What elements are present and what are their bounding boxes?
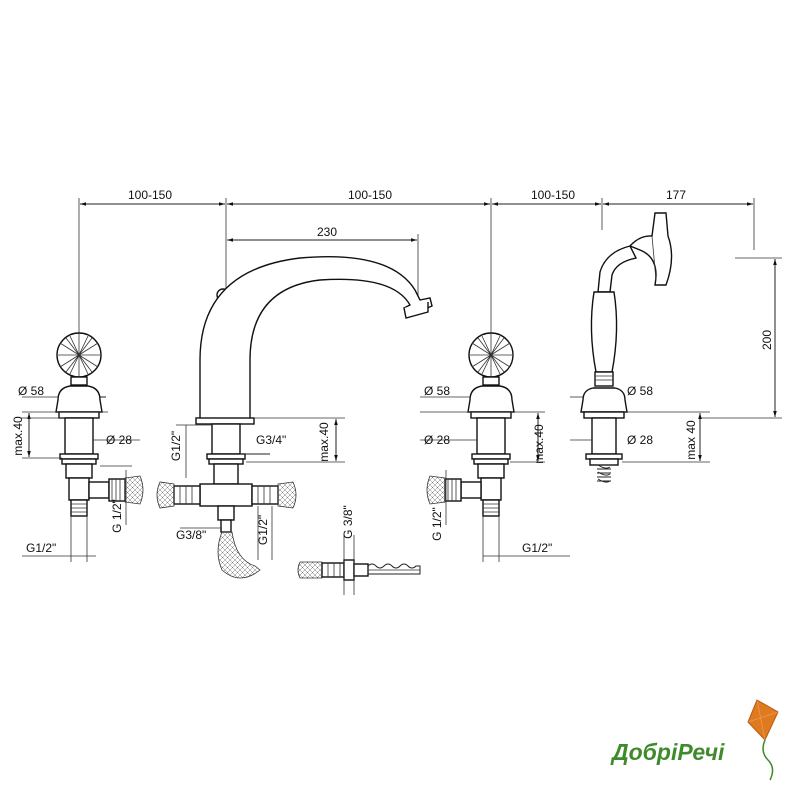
dim-shower-height: 200 bbox=[760, 330, 774, 350]
spout-max40-label: max.40 bbox=[317, 422, 331, 462]
spout-g12-top-label: G1/2" bbox=[169, 431, 183, 461]
left-valve: Ø 58 Ø 28 max.40 G 1/2" G1/2" bbox=[11, 332, 144, 562]
right-g12-horiz-label: G1/2" bbox=[522, 541, 552, 555]
shower-dia-58-label: Ø 58 bbox=[627, 384, 653, 398]
spout: G1/2" G3/4" max.40 G3/8" G1/2" bbox=[156, 255, 433, 579]
right-valve: Ø 58 Ø 28 max.40 G 1/2" G1/2" bbox=[420, 332, 570, 562]
left-dia-58-label: Ø 58 bbox=[18, 384, 44, 398]
left-dia-28-label: Ø 28 bbox=[106, 433, 132, 447]
spout-g34-label: G3/4" bbox=[256, 433, 286, 447]
right-dia-28-label: Ø 28 bbox=[424, 433, 450, 447]
spout-g38-label: G3/8" bbox=[176, 528, 206, 542]
dim-shower-offset: 177 bbox=[666, 188, 686, 202]
hose-g38-label: G 3/8" bbox=[341, 505, 355, 539]
shower-max40-label: max 40 bbox=[684, 420, 698, 460]
brand-logo-text: ДобріРечі bbox=[610, 739, 725, 765]
kite-icon bbox=[747, 699, 779, 781]
dim-spacing-2: 100-150 bbox=[348, 188, 392, 202]
right-dia-58-label: Ø 58 bbox=[424, 384, 450, 398]
right-max40-label: max.40 bbox=[532, 424, 546, 464]
left-max40-label: max.40 bbox=[11, 416, 25, 456]
top-dimensions: 100-150 100-150 100-150 177 230 200 bbox=[78, 188, 782, 419]
dim-spacing-3: 100-150 bbox=[531, 188, 575, 202]
left-g12-horiz-label: G1/2" bbox=[26, 541, 56, 555]
right-crystal-knob bbox=[468, 332, 514, 386]
dim-spacing-1: 100-150 bbox=[128, 188, 172, 202]
left-g12-vert-label: G 1/2" bbox=[110, 499, 124, 533]
spout-g12-bottom-label: G1/2" bbox=[256, 515, 270, 545]
left-crystal-knob bbox=[56, 332, 102, 386]
hand-shower: Ø 58 Ø 28 max 40 bbox=[570, 212, 710, 483]
right-g12-vert-label: G 1/2" bbox=[430, 507, 444, 541]
brand-logo: ДобріРечі bbox=[610, 699, 779, 781]
dim-spout-reach: 230 bbox=[317, 225, 337, 239]
shower-dia-28-label: Ø 28 bbox=[627, 433, 653, 447]
hose-connector: G 3/8" bbox=[297, 505, 421, 595]
